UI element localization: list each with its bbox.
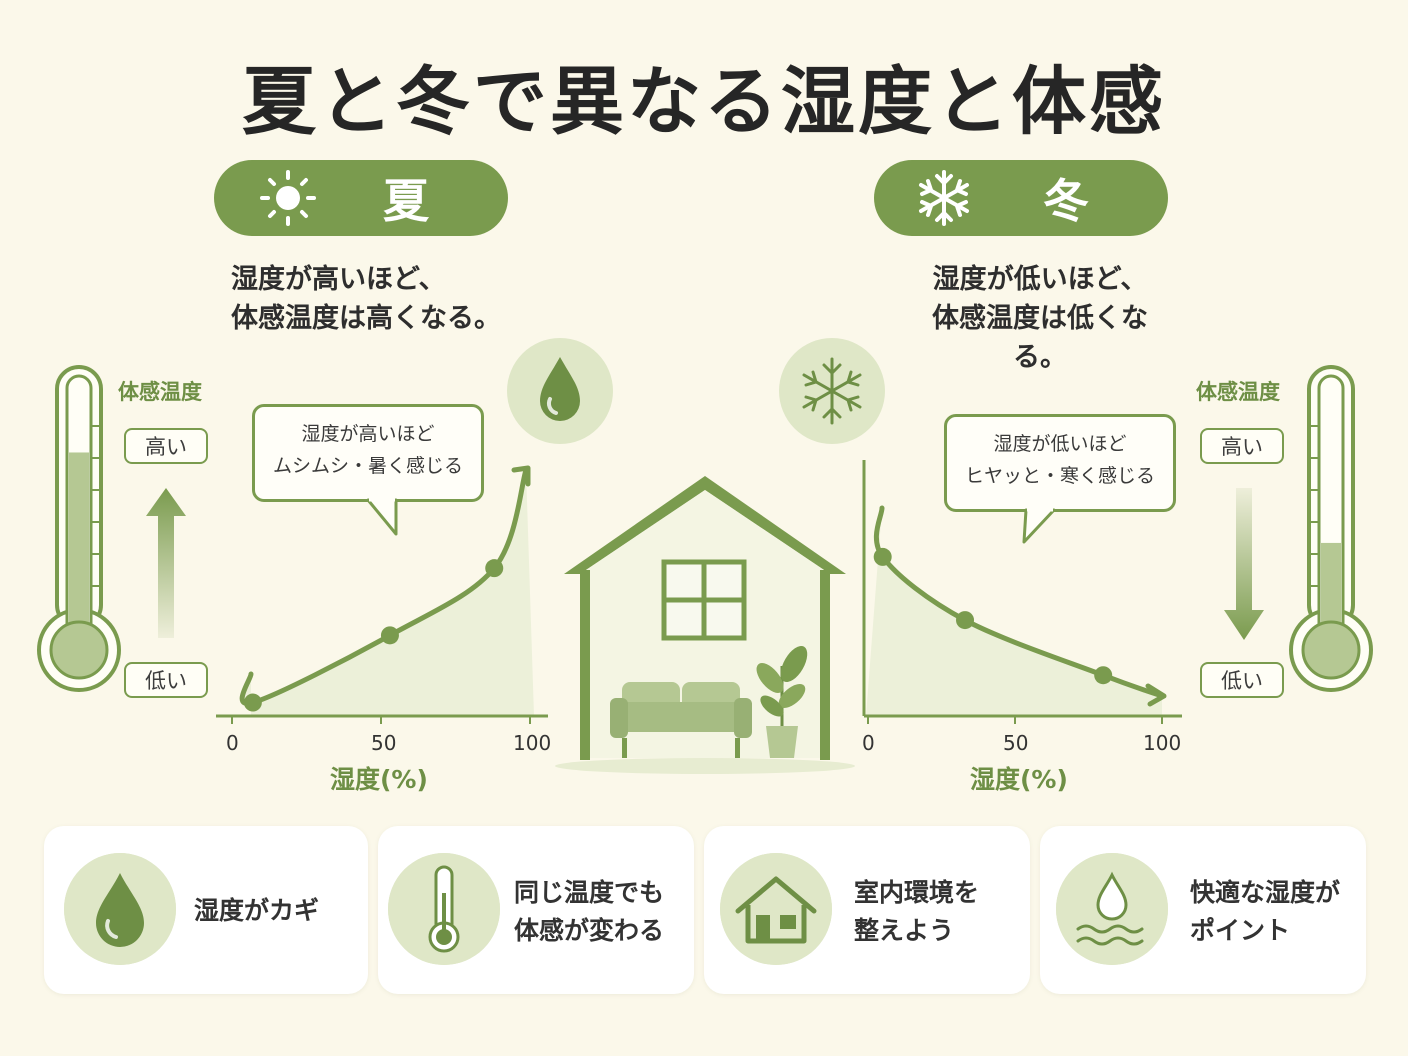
snowflake-icon [919,170,969,226]
data-point [873,547,892,566]
arrow-head [511,465,531,487]
winter-high-label: 高い [1200,428,1284,464]
sun-icon [260,170,316,226]
summer-description: 湿度が高いほど、 体感温度は高くなる。 [231,264,501,334]
summer-low-label: 低い [124,662,208,698]
arrow-head [1145,683,1167,707]
info-card-feel: 同じ温度でも 体感が変わる [378,826,694,994]
sofa-icon [610,682,752,758]
winter-label: 冬 [1043,174,1089,228]
water-waves-icon [1056,853,1168,965]
data-point [956,611,975,630]
thermometer-icon [1289,365,1373,692]
summer-axis-title: 体感温度 [118,380,202,404]
summer-x-tick: 50 [371,731,397,755]
chart-area [866,508,1162,716]
water-drop-icon [507,338,613,444]
winter-header: 冬 [874,160,1168,236]
water-drop-icon [64,853,176,965]
info-card-comfort: 快適な湿度が ポイント [1040,826,1366,994]
summer-high-label: 高い [124,428,208,464]
winter-x-tick: 50 [1003,731,1029,755]
summer-callout: 湿度が高いほど ムシムシ・暑く感じる [252,404,484,502]
winter-chart [862,460,1182,724]
summer-x-tick: 0 [226,731,239,755]
down-arrow-icon [1224,488,1264,640]
thermometer-icon [388,853,500,965]
summer-chart [216,465,548,724]
plant-icon [756,645,808,758]
data-point [1094,666,1113,685]
house-icon [555,476,855,774]
winter-x-tick: 100 [1143,731,1182,755]
chart-area [242,470,534,716]
data-point [243,693,262,712]
data-point [485,559,504,578]
card-text: 室内環境を 整えよう [854,878,980,945]
card-text: 同じ温度でも 体感が変わる [514,878,665,945]
winter-callout: 湿度が低いほど ヒヤッと・寒く感じる [944,414,1176,512]
house-icon [720,853,832,965]
snowflake-icon [779,338,885,444]
summer-x-tick: 100 [513,731,552,755]
card-text: 湿度がカギ [194,896,320,925]
page-title: 夏と冬で異なる湿度と体感 [242,59,1166,145]
callout-tail [1022,506,1056,544]
winter-low-label: 低い [1200,662,1284,698]
summer-x-title: 湿度(%) [330,765,428,794]
winter-x-title: 湿度(%) [970,765,1068,794]
callout-tail [366,496,398,536]
winter-description: 湿度が低いほど、 体感温度は低くなる。 [932,264,1148,373]
thermometer-icon [37,365,121,692]
up-arrow-icon [146,488,186,638]
winter-axis-title: 体感温度 [1196,380,1280,404]
winter-x-tick: 0 [862,731,875,755]
info-card-humidity: 湿度がカギ [44,826,368,994]
card-text: 快適な湿度が ポイント [1190,878,1341,945]
info-card-environment: 室内環境を 整えよう [704,826,1030,994]
data-point [380,626,399,645]
summer-label: 夏 [383,174,429,228]
